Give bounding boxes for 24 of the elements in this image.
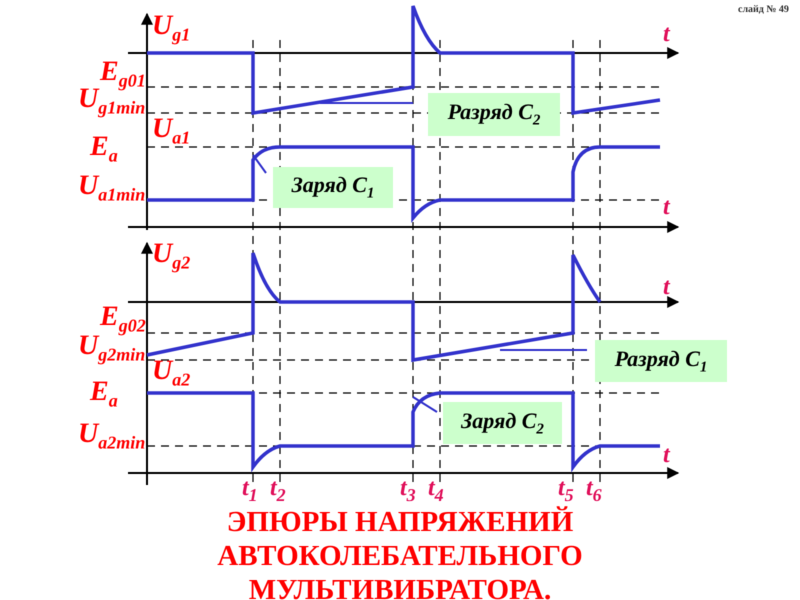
axis-label: U$_{g2}$ (152, 240, 190, 272)
axis-label: E$_{a}$ (90, 378, 118, 410)
time-label: t$_{2}$ (270, 476, 286, 504)
axis-label: U$_{a1}$ (152, 115, 190, 147)
time-label: t (663, 275, 670, 299)
slide-number: слайд № 49 (738, 5, 789, 15)
axis-label: U$_{g1}$ (152, 12, 190, 44)
callout-box: Разряд C$_{2}$ (428, 93, 560, 136)
callout-box: Заряд C$_{2}$ (443, 402, 562, 444)
callout-box: Заряд C$_{1}$ (273, 167, 393, 208)
time-label: t$_{4}$ (428, 476, 444, 504)
callout-box: Разряд C$_{1}$ (595, 340, 727, 382)
time-label: t$_{6}$ (586, 476, 602, 504)
time-label: t$_{1}$ (242, 476, 258, 504)
time-label: t$_{3}$ (400, 476, 416, 504)
time-label: t (663, 443, 670, 467)
caption: ЭПЮРЫ НАПРЯЖЕНИЙ АВТОКОЛЕБАТЕЛЬНОГО МУЛЬТИВИБРАТОРА. (216, 505, 584, 600)
time-label: t$_{5}$ (558, 476, 574, 504)
axis-label: U$_{a1min}$ (78, 172, 146, 204)
axis-label: E$_{a}$ (90, 133, 118, 165)
axis-label: U$_{a2}$ (152, 357, 190, 389)
time-label: t (663, 22, 670, 46)
axis-label: U$_{a2min}$ (78, 420, 146, 452)
time-label: t (663, 195, 670, 219)
